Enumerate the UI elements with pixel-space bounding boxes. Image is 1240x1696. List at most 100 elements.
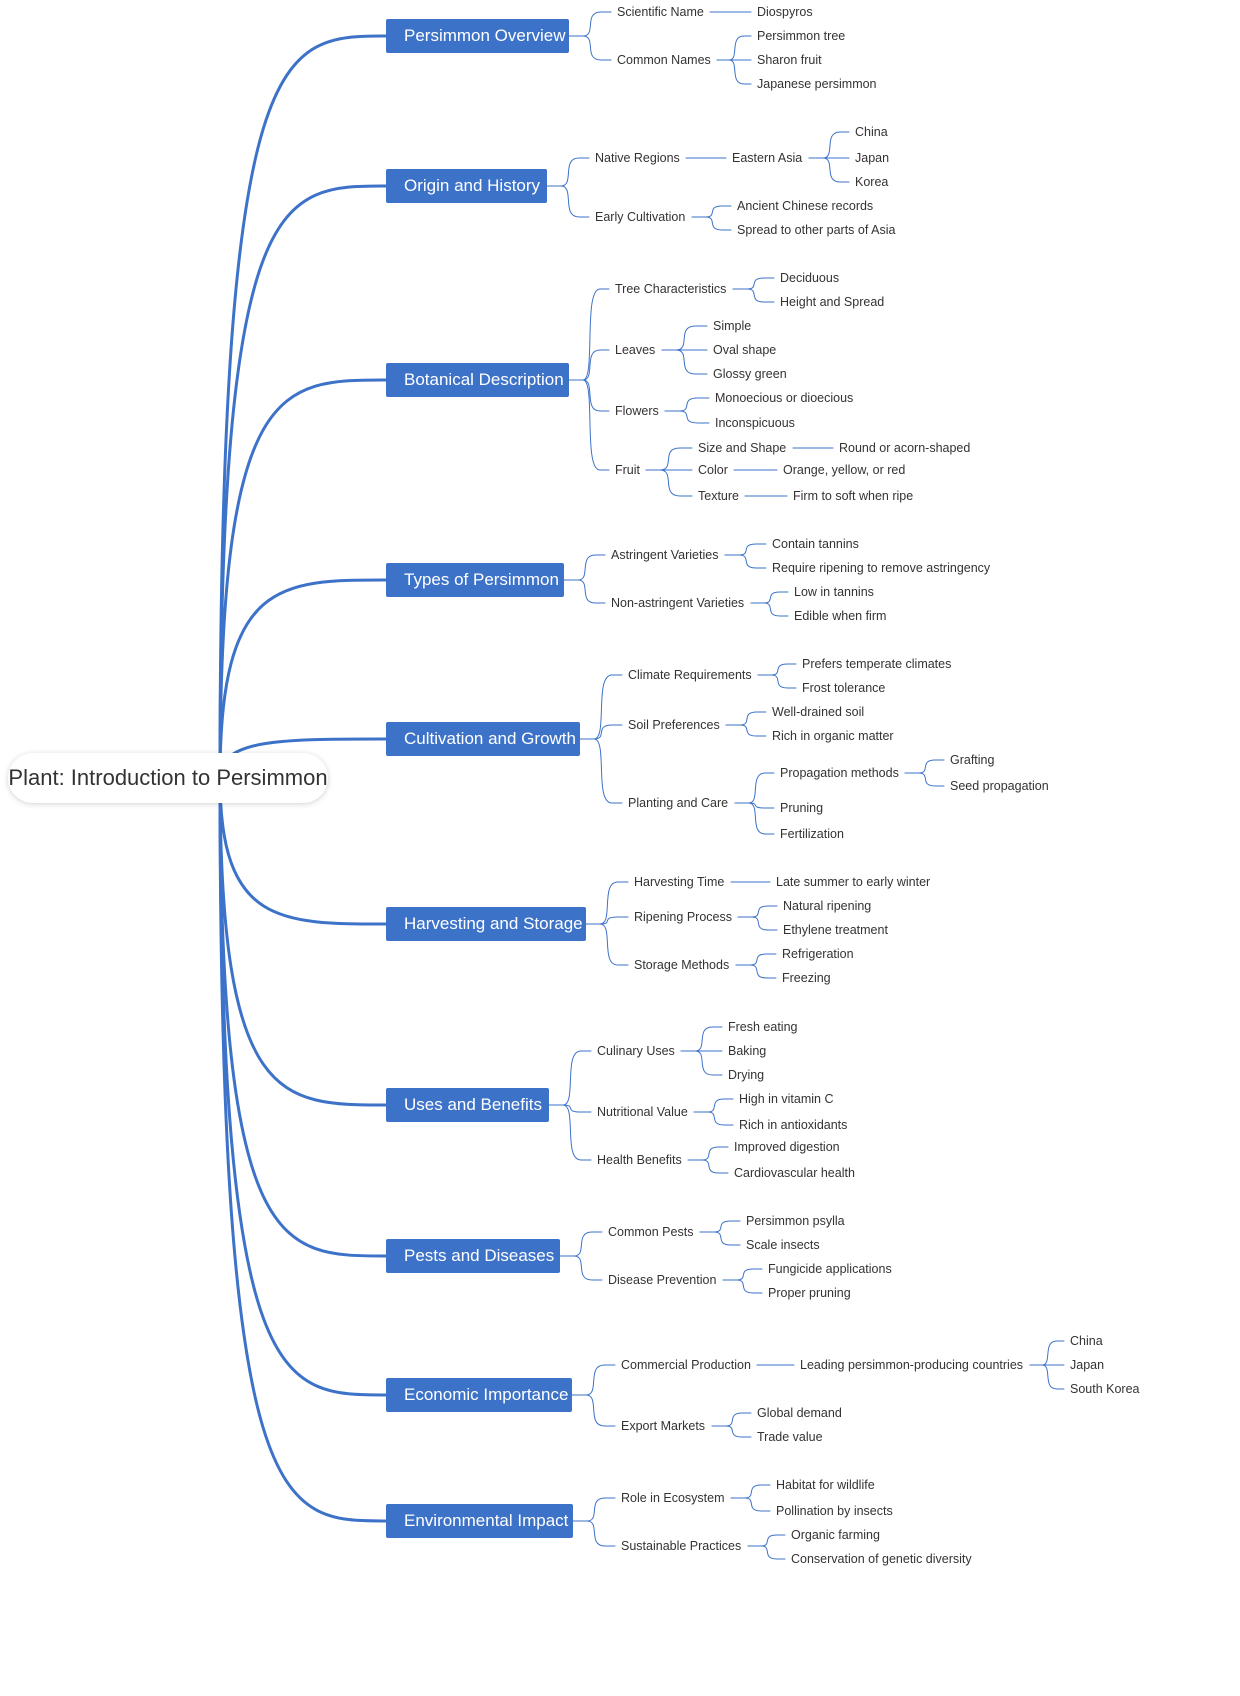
subtopic-node[interactable]: Cardiovascular health	[734, 1166, 855, 1180]
branch-botanical-description[interactable]: Botanical Description	[386, 363, 569, 397]
topic-node[interactable]: Astringent Varieties	[611, 548, 719, 562]
topic-node[interactable]: Nutritional Value	[597, 1105, 688, 1119]
connector	[645, 469, 693, 497]
subtopic-node[interactable]: Fertilization	[780, 827, 844, 841]
branch-uses-and-benefits[interactable]: Uses and Benefits	[386, 1088, 549, 1122]
detail-node[interactable]: China	[1070, 1334, 1103, 1348]
topic-node[interactable]: Harvesting Time	[634, 875, 725, 889]
subtopic-node[interactable]: Pollination by insects	[776, 1504, 893, 1518]
subtopic-node[interactable]: Baking	[728, 1044, 767, 1058]
branch-origin-and-history[interactable]: Origin and History	[386, 169, 547, 203]
root-node[interactable]: Plant: Introduction to Persimmon	[8, 753, 328, 803]
subtopic-node[interactable]: Late summer to early winter	[776, 875, 931, 889]
subtopic-node[interactable]: Habitat for wildlife	[776, 1478, 875, 1492]
subtopic-node[interactable]: Spread to other parts of Asia	[737, 223, 896, 237]
branch-persimmon-overview[interactable]: Persimmon Overview	[386, 19, 569, 53]
detail-node[interactable]: Round or acorn-shaped	[839, 441, 971, 455]
topic-node[interactable]: Tree Characteristics	[615, 282, 727, 296]
topic-node[interactable]: Disease Prevention	[608, 1273, 717, 1287]
subtopic-node[interactable]: Leading persimmon-producing countries	[800, 1358, 1024, 1372]
topic-node[interactable]: Climate Requirements	[628, 668, 752, 682]
subtopic-node[interactable]: Rich in organic matter	[772, 729, 894, 743]
detail-node[interactable]: Japan	[1070, 1358, 1105, 1372]
detail-node[interactable]: Firm to soft when ripe	[793, 489, 914, 503]
subtopic-node[interactable]: Glossy green	[713, 367, 787, 381]
subtopic-node[interactable]: Simple	[713, 319, 752, 333]
branch-harvesting-and-storage[interactable]: Harvesting and Storage	[386, 907, 586, 941]
topic-node[interactable]: Leaves	[615, 343, 656, 357]
detail-node[interactable]: China	[855, 125, 888, 139]
subtopic-node[interactable]: Frost tolerance	[802, 681, 886, 695]
topic-node[interactable]: Ripening Process	[634, 910, 732, 924]
subtopic-node[interactable]: Edible when firm	[794, 609, 887, 623]
subtopic-node[interactable]: Ethylene treatment	[783, 923, 888, 937]
subtopic-node[interactable]: Fungicide applications	[768, 1262, 892, 1276]
topic-node[interactable]: Soil Preferences	[628, 718, 720, 732]
detail-node[interactable]: South Korea	[1070, 1382, 1140, 1396]
subtopic-node[interactable]: Natural ripening	[783, 899, 872, 913]
subtopic-node[interactable]: Trade value	[757, 1430, 823, 1444]
branch-pests-and-diseases[interactable]: Pests and Diseases	[386, 1239, 560, 1273]
subtopic-node[interactable]: Height and Spread	[780, 295, 885, 309]
detail-node[interactable]: Orange, yellow, or red	[783, 463, 906, 477]
subtopic-node[interactable]: Proper pruning	[768, 1286, 851, 1300]
subtopic-node[interactable]: Well-drained soil	[772, 705, 865, 719]
subtopic-node[interactable]: Drying	[728, 1068, 765, 1082]
subtopic-node[interactable]: Global demand	[757, 1406, 842, 1420]
topic-node[interactable]: Health Benefits	[597, 1153, 682, 1167]
subtopic-node[interactable]: Pruning	[780, 801, 824, 815]
subtopic-node[interactable]: Persimmon tree	[757, 29, 846, 43]
subtopic-node[interactable]: Color	[698, 463, 728, 477]
topic-node[interactable]: Native Regions	[595, 151, 680, 165]
connector	[664, 397, 710, 412]
topic-node[interactable]: Common Names	[617, 53, 711, 67]
subtopic-node[interactable]: Oval shape	[713, 343, 777, 357]
branch-environmental-impact[interactable]: Environmental Impact	[386, 1504, 573, 1538]
subtopic-node[interactable]: Japanese persimmon	[757, 77, 877, 91]
subtopic-node[interactable]: Conservation of genetic diversity	[791, 1552, 972, 1566]
subtopic-node[interactable]: Diospyros	[757, 5, 813, 19]
subtopic-node[interactable]: Low in tannins	[794, 585, 874, 599]
detail-node[interactable]: Grafting	[950, 753, 995, 767]
topic-node[interactable]: Culinary Uses	[597, 1044, 675, 1058]
detail-node[interactable]: Seed propagation	[950, 779, 1049, 793]
subtopic-node[interactable]: Monoecious or dioecious	[715, 391, 854, 405]
subtopic-node[interactable]: Persimmon psylla	[746, 1214, 845, 1228]
topic-node[interactable]: Commercial Production	[621, 1358, 751, 1372]
subtopic-node[interactable]: Contain tannins	[772, 537, 859, 551]
subtopic-node[interactable]: Deciduous	[780, 271, 840, 285]
subtopic-node[interactable]: High in vitamin C	[739, 1092, 834, 1106]
subtopic-node[interactable]: Improved digestion	[734, 1140, 840, 1154]
subtopic-node[interactable]: Organic farming	[791, 1528, 880, 1542]
branch-cultivation-and-growth[interactable]: Cultivation and Growth	[386, 722, 580, 756]
subtopic-node[interactable]: Rich in antioxidants	[739, 1118, 848, 1132]
subtopic-node[interactable]: Refrigeration	[782, 947, 854, 961]
topic-node[interactable]: Fruit	[615, 463, 640, 477]
topic-node[interactable]: Flowers	[615, 404, 659, 418]
subtopic-node[interactable]: Ancient Chinese records	[737, 199, 874, 213]
topic-node[interactable]: Sustainable Practices	[621, 1539, 742, 1553]
detail-node[interactable]: Korea	[855, 175, 889, 189]
subtopic-node[interactable]: Texture	[698, 489, 739, 503]
subtopic-node[interactable]: Scale insects	[746, 1238, 820, 1252]
subtopic-node[interactable]: Require ripening to remove astringency	[772, 561, 991, 575]
subtopic-node[interactable]: Eastern Asia	[732, 151, 803, 165]
subtopic-node[interactable]: Sharon fruit	[757, 53, 822, 67]
subtopic-node[interactable]: Prefers temperate climates	[802, 657, 952, 671]
topic-node[interactable]: Common Pests	[608, 1225, 694, 1239]
branch-types-of-persimmon[interactable]: Types of Persimmon	[386, 563, 564, 597]
subtopic-node[interactable]: Size and Shape	[698, 441, 787, 455]
topic-node[interactable]: Export Markets	[621, 1419, 706, 1433]
topic-node[interactable]: Scientific Name	[617, 5, 704, 19]
detail-node[interactable]: Japan	[855, 151, 890, 165]
subtopic-node[interactable]: Freezing	[782, 971, 831, 985]
subtopic-node[interactable]: Fresh eating	[728, 1020, 798, 1034]
topic-node[interactable]: Non-astringent Varieties	[611, 596, 745, 610]
subtopic-node[interactable]: Propagation methods	[780, 766, 899, 780]
topic-node[interactable]: Early Cultivation	[595, 210, 686, 224]
subtopic-node[interactable]: Inconspicuous	[715, 416, 795, 430]
topic-node[interactable]: Role in Ecosystem	[621, 1491, 725, 1505]
branch-economic-importance[interactable]: Economic Importance	[386, 1378, 572, 1412]
topic-node[interactable]: Storage Methods	[634, 958, 730, 972]
topic-node[interactable]: Planting and Care	[628, 796, 729, 810]
